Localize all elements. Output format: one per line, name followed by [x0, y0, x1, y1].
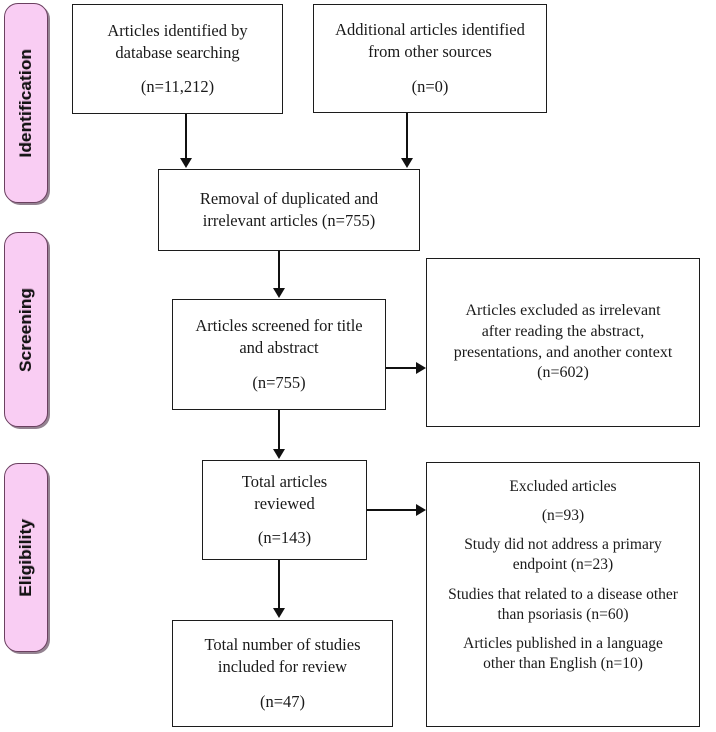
connector-screened-to-reviewed [278, 410, 280, 452]
stage-pill-identification: Identification [4, 3, 48, 203]
box-additional-articles-line2: from other sources [368, 42, 492, 62]
box-removal-duplicates-line2: irrelevant articles (n=755) [202, 211, 376, 230]
box-studies-included-line2: included for review [217, 657, 348, 677]
connector-reviewed-to-included [278, 560, 280, 610]
box-articles-identified-line2: database searching [115, 42, 240, 62]
box-excluded-eligibility-reason1-line2: endpoint (n=23) [512, 556, 614, 574]
box-articles-screened-count: (n=755) [252, 372, 306, 392]
arrowhead-reviewed-to-included [273, 608, 285, 618]
box-articles-screened-line1: Articles screened for title [195, 316, 363, 336]
box-removal-duplicates-line1: Removal of duplicated and [199, 189, 379, 209]
box-total-articles-reviewed-count: (n=143) [257, 528, 312, 548]
connector-additional-to-removal [406, 113, 408, 161]
box-articles-identified: Articles identified by database searchin… [72, 4, 283, 114]
box-articles-screened: Articles screened for title and abstract… [172, 299, 386, 410]
box-excluded-eligibility-reason3-line2: other than English (n=10) [483, 654, 643, 672]
box-excluded-eligibility: Excluded articles (n=93) Study did not a… [426, 462, 700, 727]
connector-removal-to-screened [278, 251, 280, 290]
stage-label-identification: Identification [16, 48, 35, 158]
box-studies-included-line1: Total number of studies [204, 635, 361, 655]
stage-pill-screening: Screening [4, 232, 48, 427]
box-total-articles-reviewed: Total articles reviewed (n=143) [202, 460, 367, 560]
arrowhead-screened-to-reviewed [273, 449, 285, 459]
connector-identified-to-removal [185, 114, 187, 161]
connector-screened-to-excluded [386, 367, 418, 369]
connector-reviewed-to-excluded [367, 509, 418, 511]
box-total-articles-reviewed-line2: reviewed [254, 493, 315, 513]
box-studies-included: Total number of studies included for rev… [172, 620, 393, 727]
box-excluded-eligibility-heading: Excluded articles [509, 478, 617, 495]
arrowhead-reviewed-to-excluded [416, 504, 426, 516]
box-excluded-eligibility-reason3-line1: Articles published in a language [463, 634, 663, 652]
arrowhead-identified-to-removal [180, 158, 192, 168]
arrowhead-additional-to-removal [401, 158, 413, 168]
box-excluded-eligibility-reason1-line1: Study did not address a primary [464, 536, 662, 554]
box-excluded-screening-line1: Articles excluded as irrelevant [465, 301, 661, 319]
box-articles-identified-count: (n=11,212) [140, 77, 215, 97]
box-excluded-eligibility-reason2-line1: Studies that related to a disease other [448, 585, 678, 603]
arrowhead-removal-to-screened [273, 288, 285, 298]
box-removal-duplicates: Removal of duplicated and irrelevant art… [158, 169, 420, 251]
box-total-articles-reviewed-line1: Total articles [241, 471, 328, 491]
box-additional-articles-line1: Additional articles identified [335, 20, 525, 40]
box-excluded-eligibility-reason2-line2: than psoriasis (n=60) [497, 605, 629, 623]
box-additional-articles-count: (n=0) [411, 76, 449, 96]
box-excluded-eligibility-count: (n=93) [541, 507, 585, 525]
stage-pill-eligibility: Eligibility [4, 463, 48, 652]
stage-label-eligibility: Eligibility [16, 518, 35, 597]
box-excluded-screening: Articles excluded as irrelevant after re… [426, 258, 700, 427]
arrowhead-screened-to-excluded [416, 362, 426, 374]
box-additional-articles: Additional articles identified from othe… [313, 4, 547, 113]
box-articles-screened-line2: and abstract [239, 338, 319, 358]
box-articles-identified-line1: Articles identified by [107, 20, 248, 40]
stage-label-screening: Screening [16, 287, 35, 372]
box-studies-included-count: (n=47) [259, 691, 306, 711]
box-excluded-screening-count: (n=602) [537, 364, 589, 382]
box-excluded-screening-line3: presentations, and another context [453, 343, 673, 361]
box-excluded-screening-line2: after reading the abstract, [481, 322, 645, 340]
